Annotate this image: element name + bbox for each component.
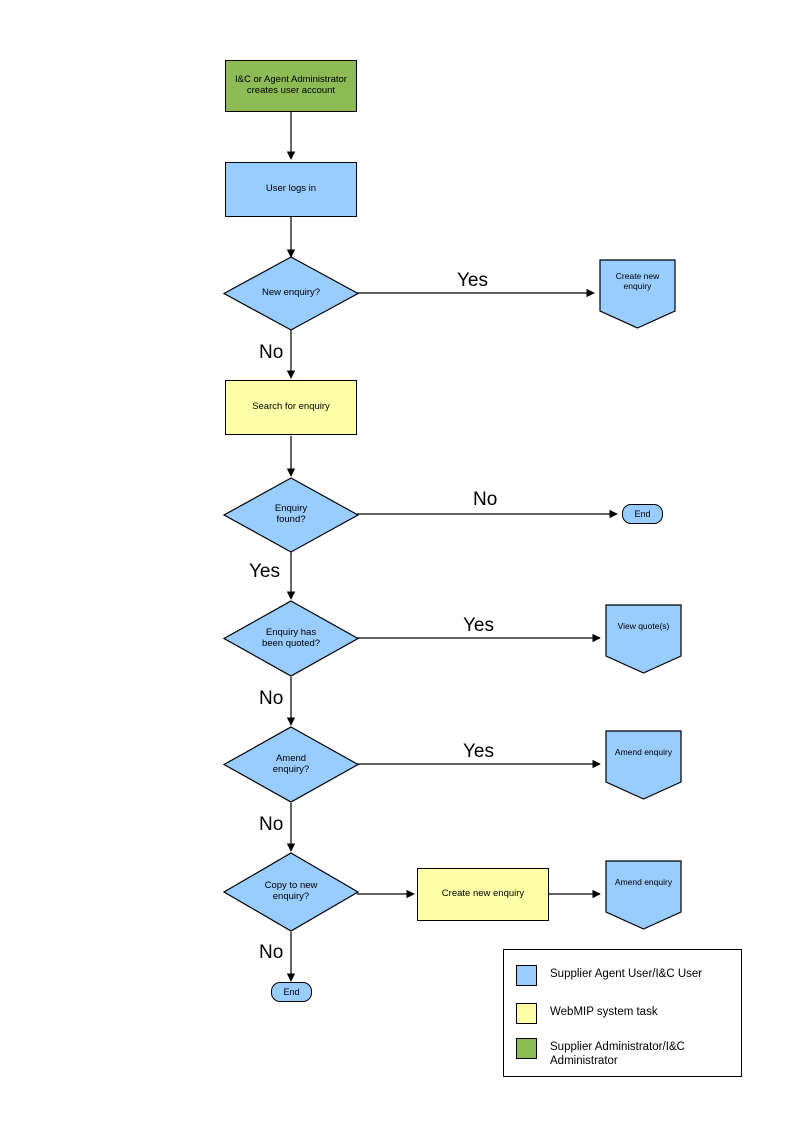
node-create-user-account-label: I&C or Agent Administrator creates user … bbox=[235, 74, 347, 97]
node-amend-enquiry-doc[interactable]: Amend enquiry bbox=[605, 730, 682, 800]
edge-label-copy-no: No bbox=[259, 942, 284, 963]
node-new-enquiry-decision[interactable]: New enquiry? bbox=[223, 256, 359, 331]
node-enquiry-quoted-decision[interactable]: Enquiry has been quoted? bbox=[223, 600, 359, 677]
node-end-terminal-top[interactable]: End bbox=[622, 504, 663, 524]
node-enquiry-found-decision[interactable]: Enquiry found? bbox=[223, 477, 359, 553]
node-search-for-enquiry[interactable]: Search for enquiry bbox=[225, 380, 357, 435]
legend-label-line-1: Supplier Administrator/I&C bbox=[550, 1041, 685, 1053]
node-amend-enquiry-decision[interactable]: Amend enquiry? bbox=[223, 726, 359, 803]
legend-label-supplier-administrator: Supplier Administrator/I&C Administrator bbox=[550, 1038, 685, 1068]
edge-label-amend-no: No bbox=[259, 814, 284, 835]
node-view-quotes-doc[interactable]: View quote(s) bbox=[605, 604, 682, 674]
edge-label-new-enquiry-no: No bbox=[259, 342, 284, 363]
legend-item-webmip-system-task: WebMIP system task bbox=[516, 1003, 658, 1024]
node-amend-enquiry-doc-2[interactable]: Amend enquiry bbox=[605, 860, 682, 930]
legend-swatch-yellow bbox=[516, 1003, 537, 1024]
edge-label-quoted-yes: Yes bbox=[463, 615, 494, 636]
node-user-logs-in-label: User logs in bbox=[265, 183, 317, 195]
node-user-logs-in[interactable]: User logs in bbox=[225, 162, 357, 217]
legend-item-supplier-agent-user: Supplier Agent User/I&C User bbox=[516, 965, 702, 986]
legend-label-supplier-agent-user: Supplier Agent User/I&C User bbox=[550, 968, 703, 980]
node-end-terminal-bottom[interactable]: End bbox=[271, 982, 312, 1002]
legend-label-webmip-system-task: WebMIP system task bbox=[550, 1006, 658, 1018]
node-end-terminal-top-label: End bbox=[634, 509, 651, 519]
node-create-user-account[interactable]: I&C or Agent Administrator creates user … bbox=[225, 60, 357, 112]
edge-label-amend-yes: Yes bbox=[463, 741, 494, 762]
label-line-2: creates user account bbox=[246, 85, 336, 96]
edge-label-quoted-no: No bbox=[259, 688, 284, 709]
edge-label-enquiry-found-no: No bbox=[473, 489, 498, 510]
node-end-terminal-bottom-label: End bbox=[283, 987, 300, 997]
legend-item-supplier-administrator: Supplier Administrator/I&C Administrator bbox=[516, 1038, 685, 1068]
legend: Supplier Agent User/I&C User WebMIP syst… bbox=[503, 949, 742, 1077]
node-create-new-enquiry-task[interactable]: Create new enquiry bbox=[417, 868, 549, 921]
node-create-new-enquiry-task-label: Create new enquiry bbox=[441, 888, 525, 900]
edge-label-enquiry-found-yes: Yes bbox=[249, 561, 280, 582]
legend-label-line-2: Administrator bbox=[550, 1055, 618, 1068]
node-create-new-enquiry-doc[interactable]: Create new enquiry bbox=[599, 259, 676, 329]
label-line-1: I&C or Agent Administrator bbox=[235, 74, 347, 86]
legend-swatch-green bbox=[516, 1038, 537, 1059]
node-search-for-enquiry-label: Search for enquiry bbox=[252, 401, 330, 413]
node-copy-to-new-enquiry-decision[interactable]: Copy to new enquiry? bbox=[223, 852, 359, 932]
edge-label-new-enquiry-yes: Yes bbox=[457, 270, 488, 291]
legend-swatch-blue bbox=[516, 965, 537, 986]
